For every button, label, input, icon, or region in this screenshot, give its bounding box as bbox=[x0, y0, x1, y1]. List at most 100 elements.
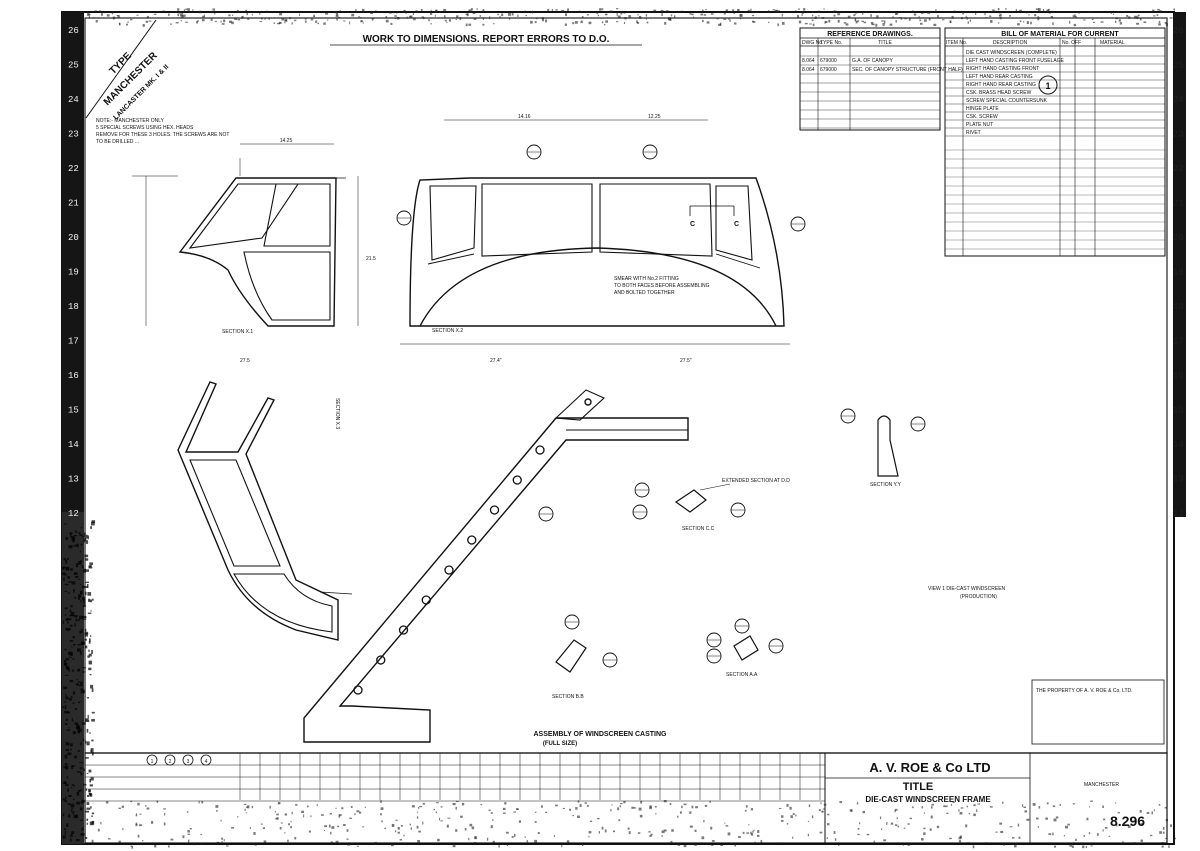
margin-number: 14 bbox=[1173, 440, 1184, 450]
callout-balloons bbox=[396, 144, 926, 668]
bill-item: PLATE NUT bbox=[966, 122, 993, 128]
dimension-label: 12.25 bbox=[648, 114, 661, 120]
issue-number: 2 bbox=[169, 759, 172, 765]
margin-number: 21 bbox=[1173, 199, 1184, 209]
issue-number: 4 bbox=[205, 759, 208, 765]
section-x2-view bbox=[400, 119, 790, 345]
margin-number: 18 bbox=[68, 302, 79, 312]
dimension-label: 21.5 bbox=[366, 256, 376, 262]
margin-number: 14 bbox=[68, 440, 79, 450]
extended-section-label: EXTENDED SECTION AT D.D bbox=[722, 478, 790, 484]
bill-item: CSK. BRASS HEAD SCREW bbox=[966, 90, 1032, 96]
sealing-note: AND BOLTED TOGETHER bbox=[614, 290, 675, 296]
location: MANCHESTER bbox=[1084, 782, 1119, 788]
margin-number: 16 bbox=[1173, 371, 1184, 381]
col-type: TYPE No. bbox=[820, 40, 842, 46]
dimension-label: 14.16 bbox=[518, 114, 531, 120]
bill-item: RIGHT HAND REAR CASTING bbox=[966, 82, 1036, 88]
section-bb-label: SECTION B.B bbox=[552, 694, 584, 700]
bill-item: LEFT HAND REAR CASTING bbox=[966, 74, 1033, 80]
section-x3-label: SECTION X.3 bbox=[334, 398, 340, 429]
title-label: TITLE bbox=[903, 781, 934, 793]
assembly-title: ASSEMBLY OF WINDSCREEN CASTING bbox=[533, 731, 667, 738]
ref-row-type: 679000 bbox=[820, 58, 837, 64]
reference-drawings-table: REFERENCE DRAWINGS. DWG No. TYPE No. TIT… bbox=[799, 27, 963, 131]
dimension-label: 27.4" bbox=[490, 358, 502, 364]
section-aa-label: SECTION A.A bbox=[726, 672, 758, 678]
bill-item: RIVET bbox=[966, 130, 981, 136]
bill-title: BILL OF MATERIAL FOR CURRENT bbox=[1001, 31, 1119, 38]
rivet-hole bbox=[512, 475, 522, 485]
sealing-note: TO BOTH FACES BEFORE ASSEMBLING bbox=[614, 283, 710, 289]
section-cc-label: SECTION C.C bbox=[682, 526, 715, 532]
margin-number: 20 bbox=[1173, 233, 1184, 243]
circled-item-marker bbox=[1038, 75, 1058, 95]
margin-number: 25 bbox=[68, 61, 79, 71]
margin-number: 12 bbox=[68, 509, 79, 519]
margin-number: 25 bbox=[1173, 61, 1184, 71]
left-margin-strip bbox=[62, 12, 84, 512]
ref-row-type: 679000 bbox=[820, 67, 837, 73]
margin-number: 15 bbox=[1173, 406, 1184, 416]
note-line: 5 SPECIAL SCREWS USING HEX. HEADS bbox=[96, 125, 194, 131]
col-no-off: No. OFF bbox=[1062, 40, 1081, 46]
dimension-label: 14.25 bbox=[280, 138, 293, 144]
assembly-casting-view bbox=[303, 389, 689, 743]
section-yy-view bbox=[877, 415, 899, 477]
section-x2-label: SECTION X.2 bbox=[432, 328, 463, 334]
section-x3-view bbox=[177, 381, 353, 641]
rivet-hole bbox=[376, 655, 386, 665]
circled-item: 1 bbox=[1045, 81, 1050, 91]
section-c-marker: C bbox=[734, 221, 739, 228]
title-block: A. V. ROE & Co LTD TITLE DIE-CAST WINDSC… bbox=[84, 679, 1168, 844]
margin-number: 18 bbox=[1173, 302, 1184, 312]
ref-row-dwg: 8.064 bbox=[802, 67, 815, 73]
margin-number: 26 bbox=[68, 26, 79, 36]
issue-number: 1 bbox=[151, 759, 154, 765]
note-block: NOTE:- MANCHESTER ONLY 5 SPECIAL SCREWS … bbox=[96, 118, 229, 145]
col-title: TITLE bbox=[878, 40, 892, 46]
margin-number: 17 bbox=[68, 337, 79, 347]
bill-item: DIE CAST WINDSCREEN (COMPLETE) bbox=[966, 50, 1057, 56]
drawing-number: 8.296 bbox=[1110, 813, 1145, 829]
issue-number: 3 bbox=[187, 759, 190, 765]
margin-number: 22 bbox=[68, 164, 79, 174]
bill-item: HINGE PLATE bbox=[966, 106, 999, 112]
margin-number: 16 bbox=[68, 371, 79, 381]
margin-number: 23 bbox=[1173, 130, 1184, 140]
view-note: VIEW 1 DIE-CAST WINDSCREEN bbox=[928, 586, 1006, 592]
view-note-sub: (PRODUCTION) bbox=[960, 594, 997, 600]
margin-number: 19 bbox=[68, 268, 79, 278]
margin-number: 19 bbox=[1173, 268, 1184, 278]
bill-item: CSK. SCREW bbox=[966, 114, 998, 120]
section-yy-label: SECTION Y.Y bbox=[870, 482, 902, 488]
section-c-marker: C bbox=[690, 221, 695, 228]
right-margin-strip bbox=[1174, 12, 1186, 517]
margin-number: 24 bbox=[68, 95, 79, 105]
note-line: REMOVE FOR THESE 3 HOLES. THE SCREWS ARE… bbox=[96, 132, 229, 138]
sealing-note: SMEAR WITH No.2 FITTING bbox=[614, 276, 679, 282]
section-aa-view bbox=[733, 635, 759, 661]
section-x1-view bbox=[132, 143, 359, 327]
margin-number: 12 bbox=[1173, 509, 1184, 519]
ref-row-title: G.A. OF CANOPY bbox=[852, 58, 894, 64]
col-desc: DESCRIPTION bbox=[993, 40, 1028, 46]
rivet-hole bbox=[398, 625, 409, 635]
margin-number: 24 bbox=[1173, 95, 1184, 105]
ref-row-title: SEC. OF CANOPY STRUCTURE (FRONT HALF) bbox=[852, 67, 963, 73]
bill-item: SCREW SPECIAL COUNTERSUNK bbox=[966, 98, 1048, 104]
rivet-hole bbox=[489, 505, 500, 515]
assembly-holes bbox=[353, 445, 545, 695]
bill-of-material-table: BILL OF MATERIAL FOR CURRENT ITEM No. DE… bbox=[944, 27, 1166, 257]
col-dwg: DWG No. bbox=[802, 40, 823, 46]
property-note: THE PROPERTY OF A. V. ROE & Co. LTD. bbox=[1036, 688, 1133, 694]
margin-number: 13 bbox=[1173, 475, 1184, 485]
margin-number: 22 bbox=[1173, 164, 1184, 174]
drawing-title: DIE-CAST WINDSCREEN FRAME bbox=[865, 795, 991, 804]
margin-number: 21 bbox=[68, 199, 79, 209]
rivet-hole bbox=[353, 685, 363, 695]
section-x1-label: SECTION X.1 bbox=[222, 329, 253, 335]
